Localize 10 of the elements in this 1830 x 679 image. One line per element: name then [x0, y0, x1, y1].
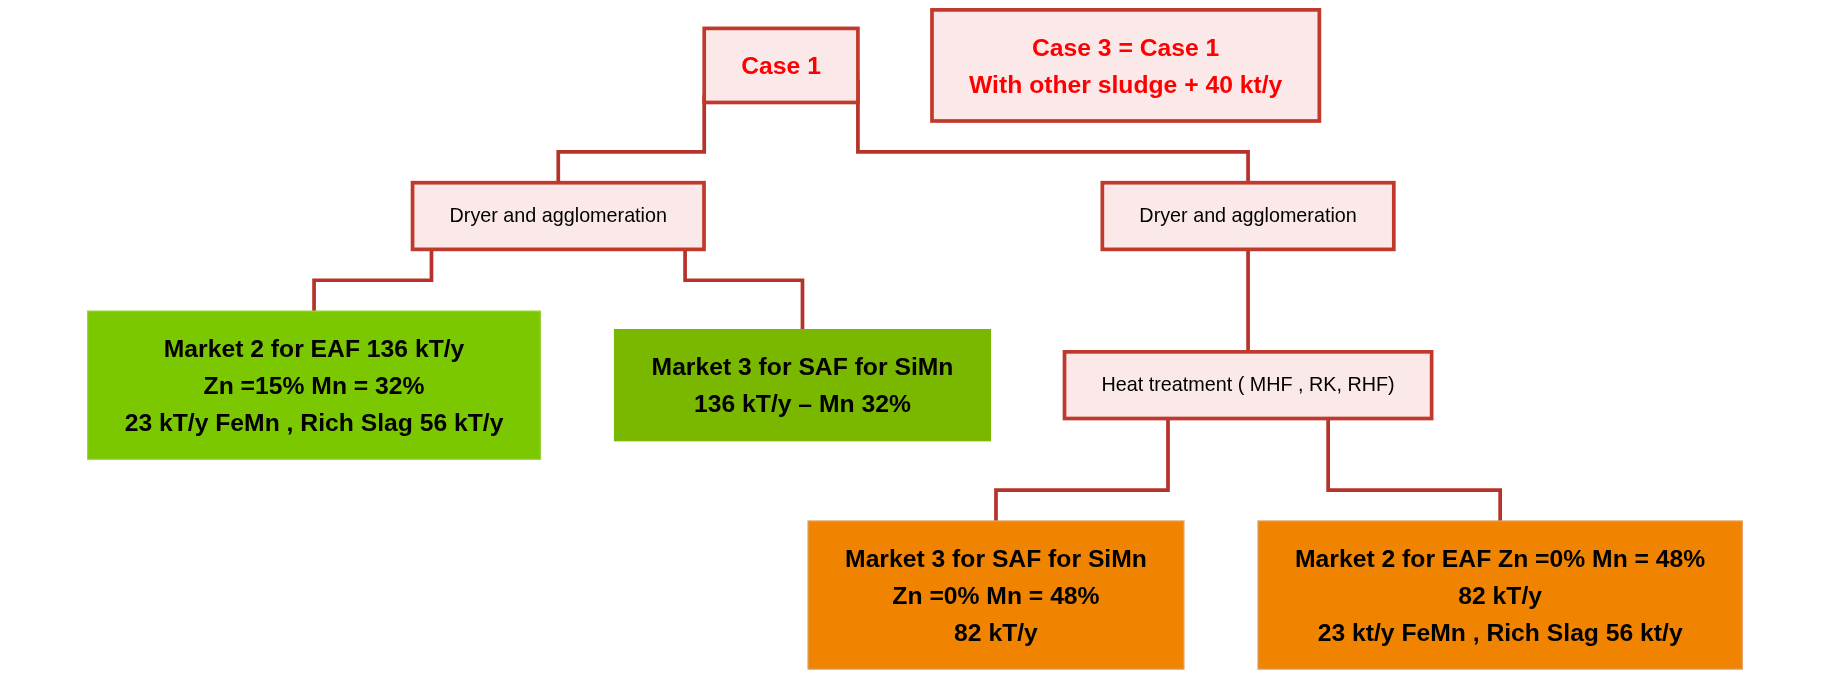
node-box: Dryer and agglomeration [410, 180, 706, 252]
node-box: Market 3 for SAF for SiMn Zn =0% Mn = 48% 82 kT/y [807, 520, 1185, 670]
node-box: Dryer and agglomeration [1100, 180, 1396, 252]
node-box: Market 3 for SAF for SiMn 136 kT/y – Mn 32% [613, 329, 992, 442]
connector [312, 249, 434, 313]
node-box: Market 2 for EAF 136 kT/y Zn =15% Mn = 32% 23 kT/y FeMn , Rich Slag 56 kT/y [87, 310, 542, 460]
node-box: Case 1 [702, 26, 860, 105]
node-box: Heat treatment ( MHF , RK, RHF) [1062, 350, 1434, 421]
node-box: Market 2 for EAF Zn =0% Mn = 48% 82 kT/y 23 kt/y FeMn , Rich Slag 56 kt/y [1257, 520, 1743, 670]
node-box: Case 3 = Case 1 With other sludge + 40 kt/y [930, 8, 1322, 123]
